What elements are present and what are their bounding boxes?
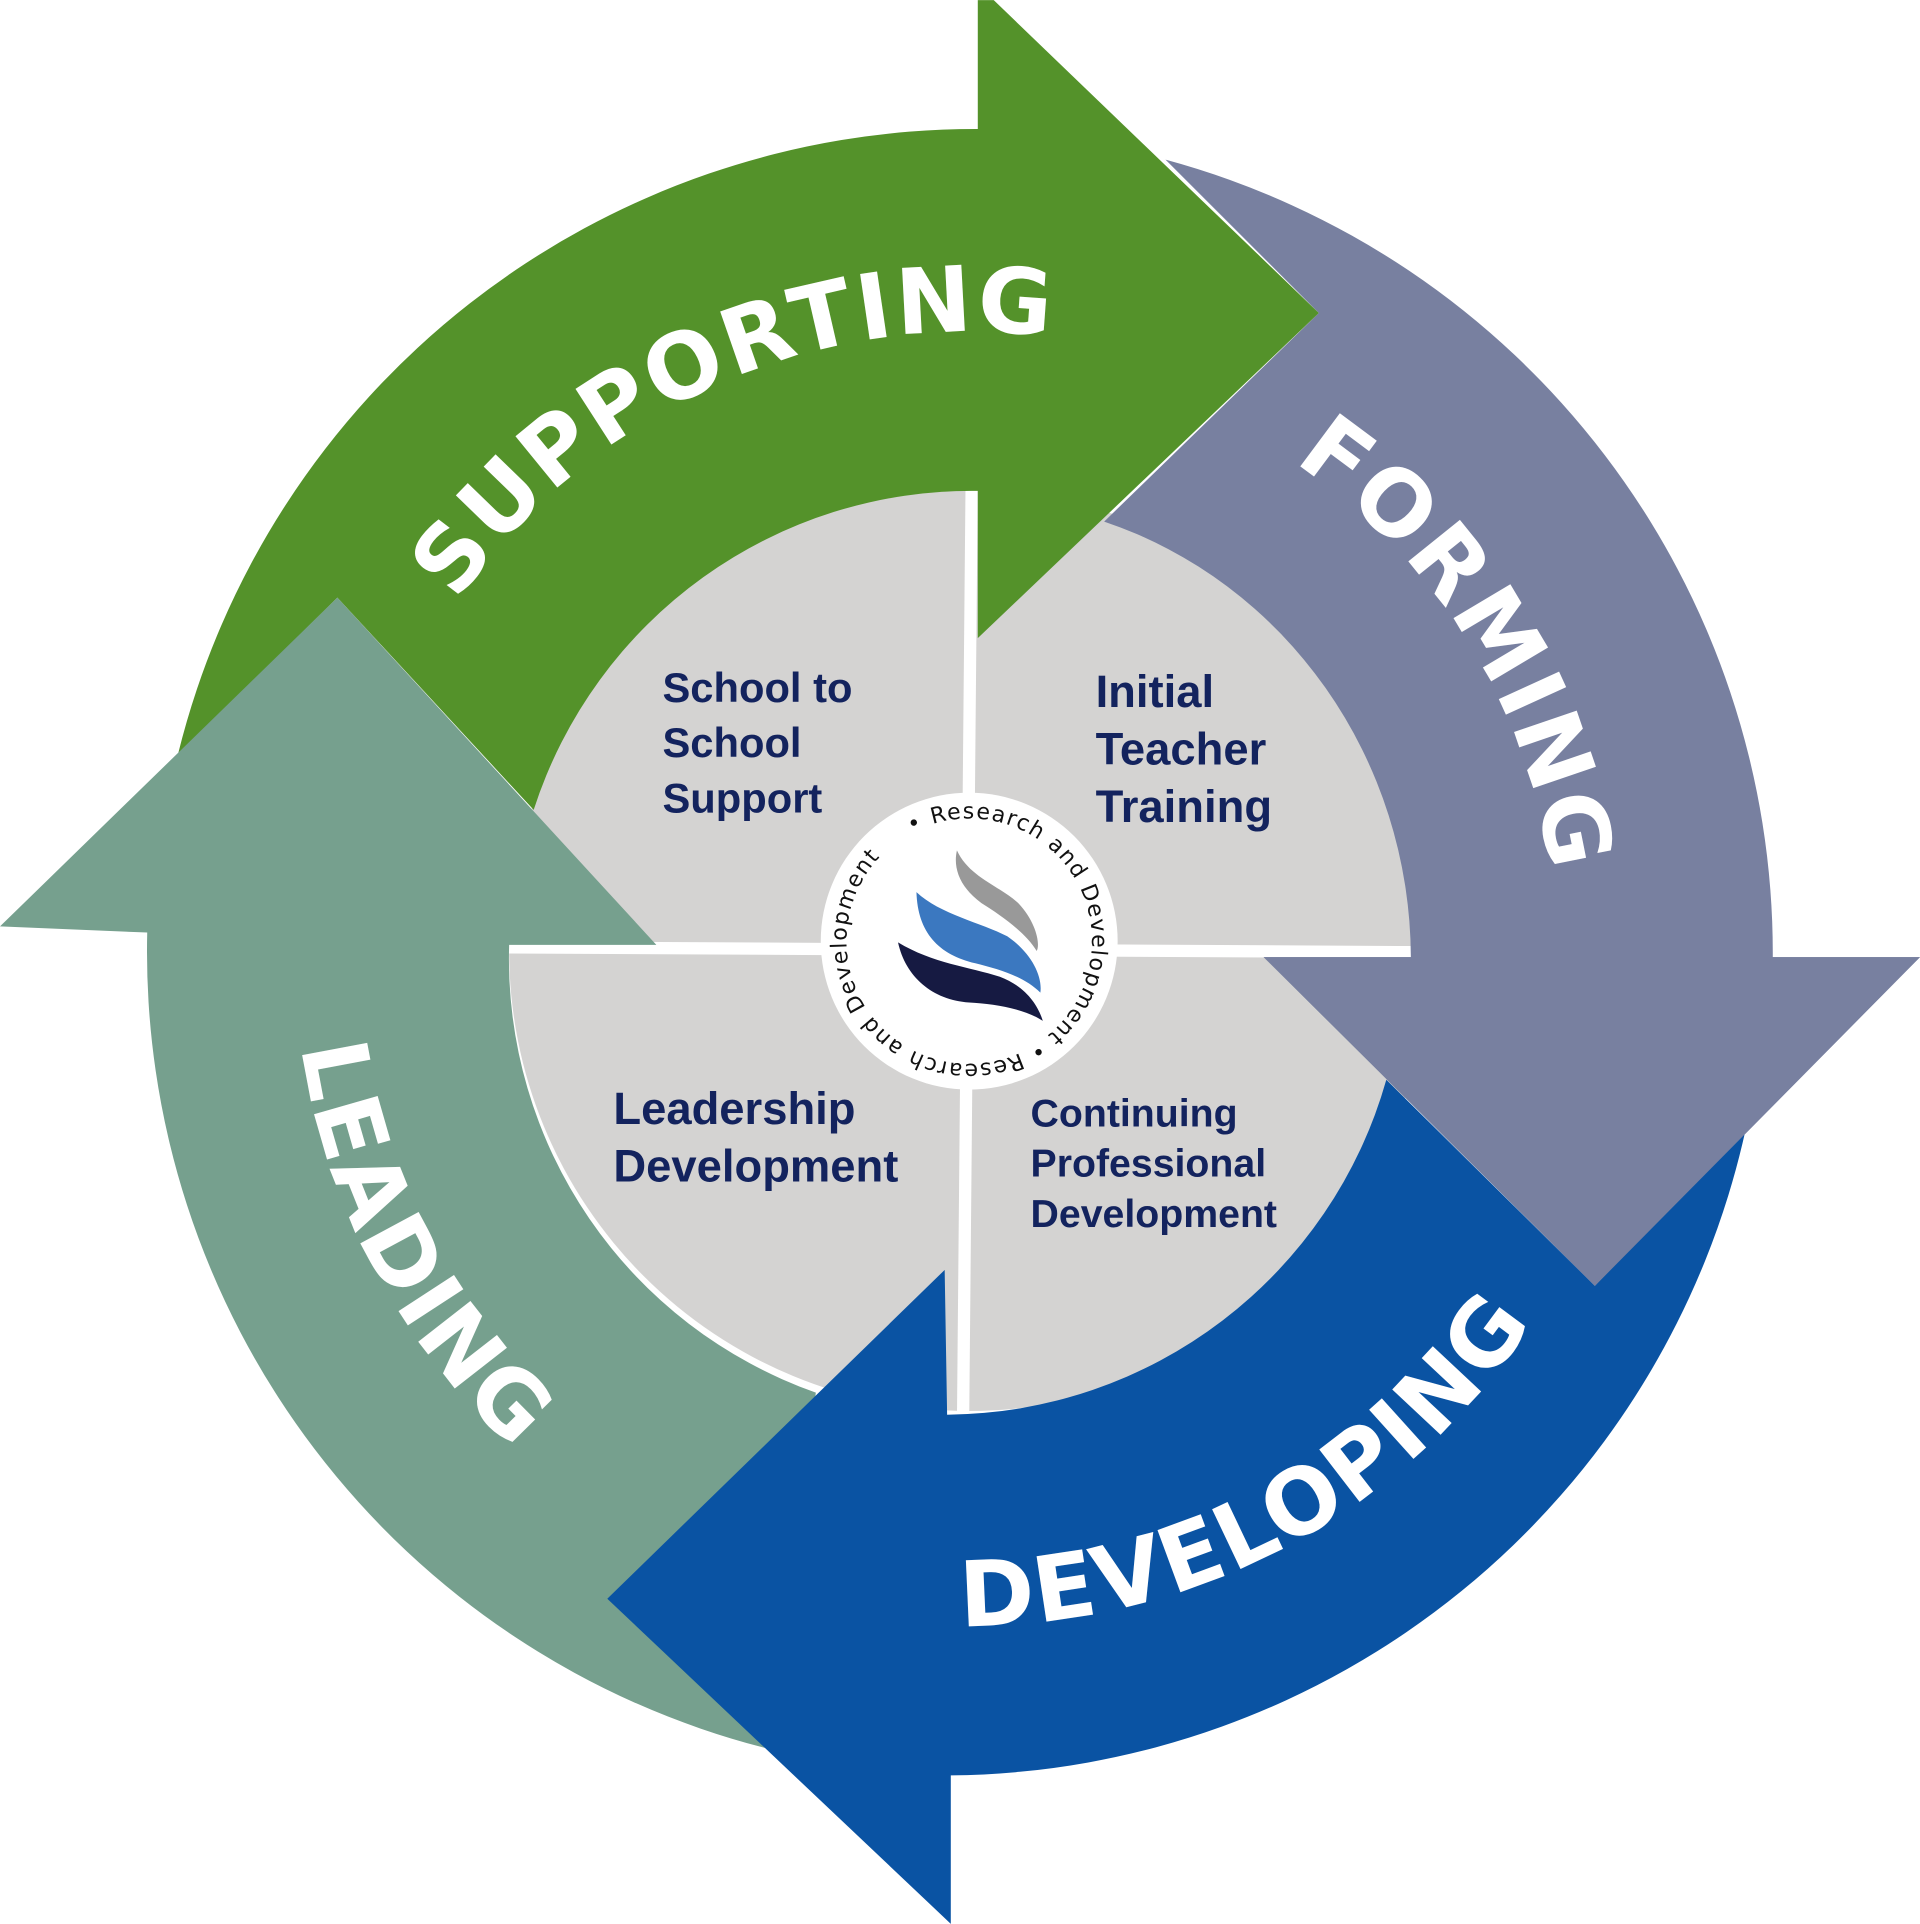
logo-swoosh-blue <box>916 892 1041 993</box>
quadrant-leadership-development: Leadership Development <box>613 1083 898 1192</box>
quadrant-text-line: Professional <box>1031 1142 1267 1186</box>
quadrant-initial-teacher-training: Initial Teacher Training <box>1096 666 1272 832</box>
quadrant-text-line: School to <box>662 664 852 711</box>
supporting-arrow <box>177 0 1319 810</box>
quadrant-text-line: Training <box>1096 781 1272 832</box>
quadrant-text-line: Leadership <box>613 1083 855 1134</box>
developing-arrow <box>607 1079 1746 1924</box>
quadrant-text-line: School <box>662 719 801 766</box>
quadrant-text-line: Development <box>613 1141 898 1192</box>
logo-swoosh-gray <box>955 850 1038 951</box>
quadrant-text-line: Initial <box>1096 666 1215 717</box>
quadrant-school-to-school-support: School to School Support <box>662 664 852 821</box>
leading-arrow <box>0 597 816 1749</box>
logo-swoosh-navy <box>898 942 1043 1021</box>
quadrant-text-line: Teacher <box>1096 723 1267 774</box>
quadrant-text-line: Continuing <box>1031 1091 1238 1135</box>
forming-arrowhead <box>1263 957 1920 1286</box>
quadrant-text-line: Support <box>662 774 822 821</box>
quadrant-continuing-professional-development: Continuing Professional Development <box>1031 1091 1277 1236</box>
quadrant-text-line: Development <box>1031 1192 1277 1236</box>
logo-icon <box>898 850 1043 1021</box>
